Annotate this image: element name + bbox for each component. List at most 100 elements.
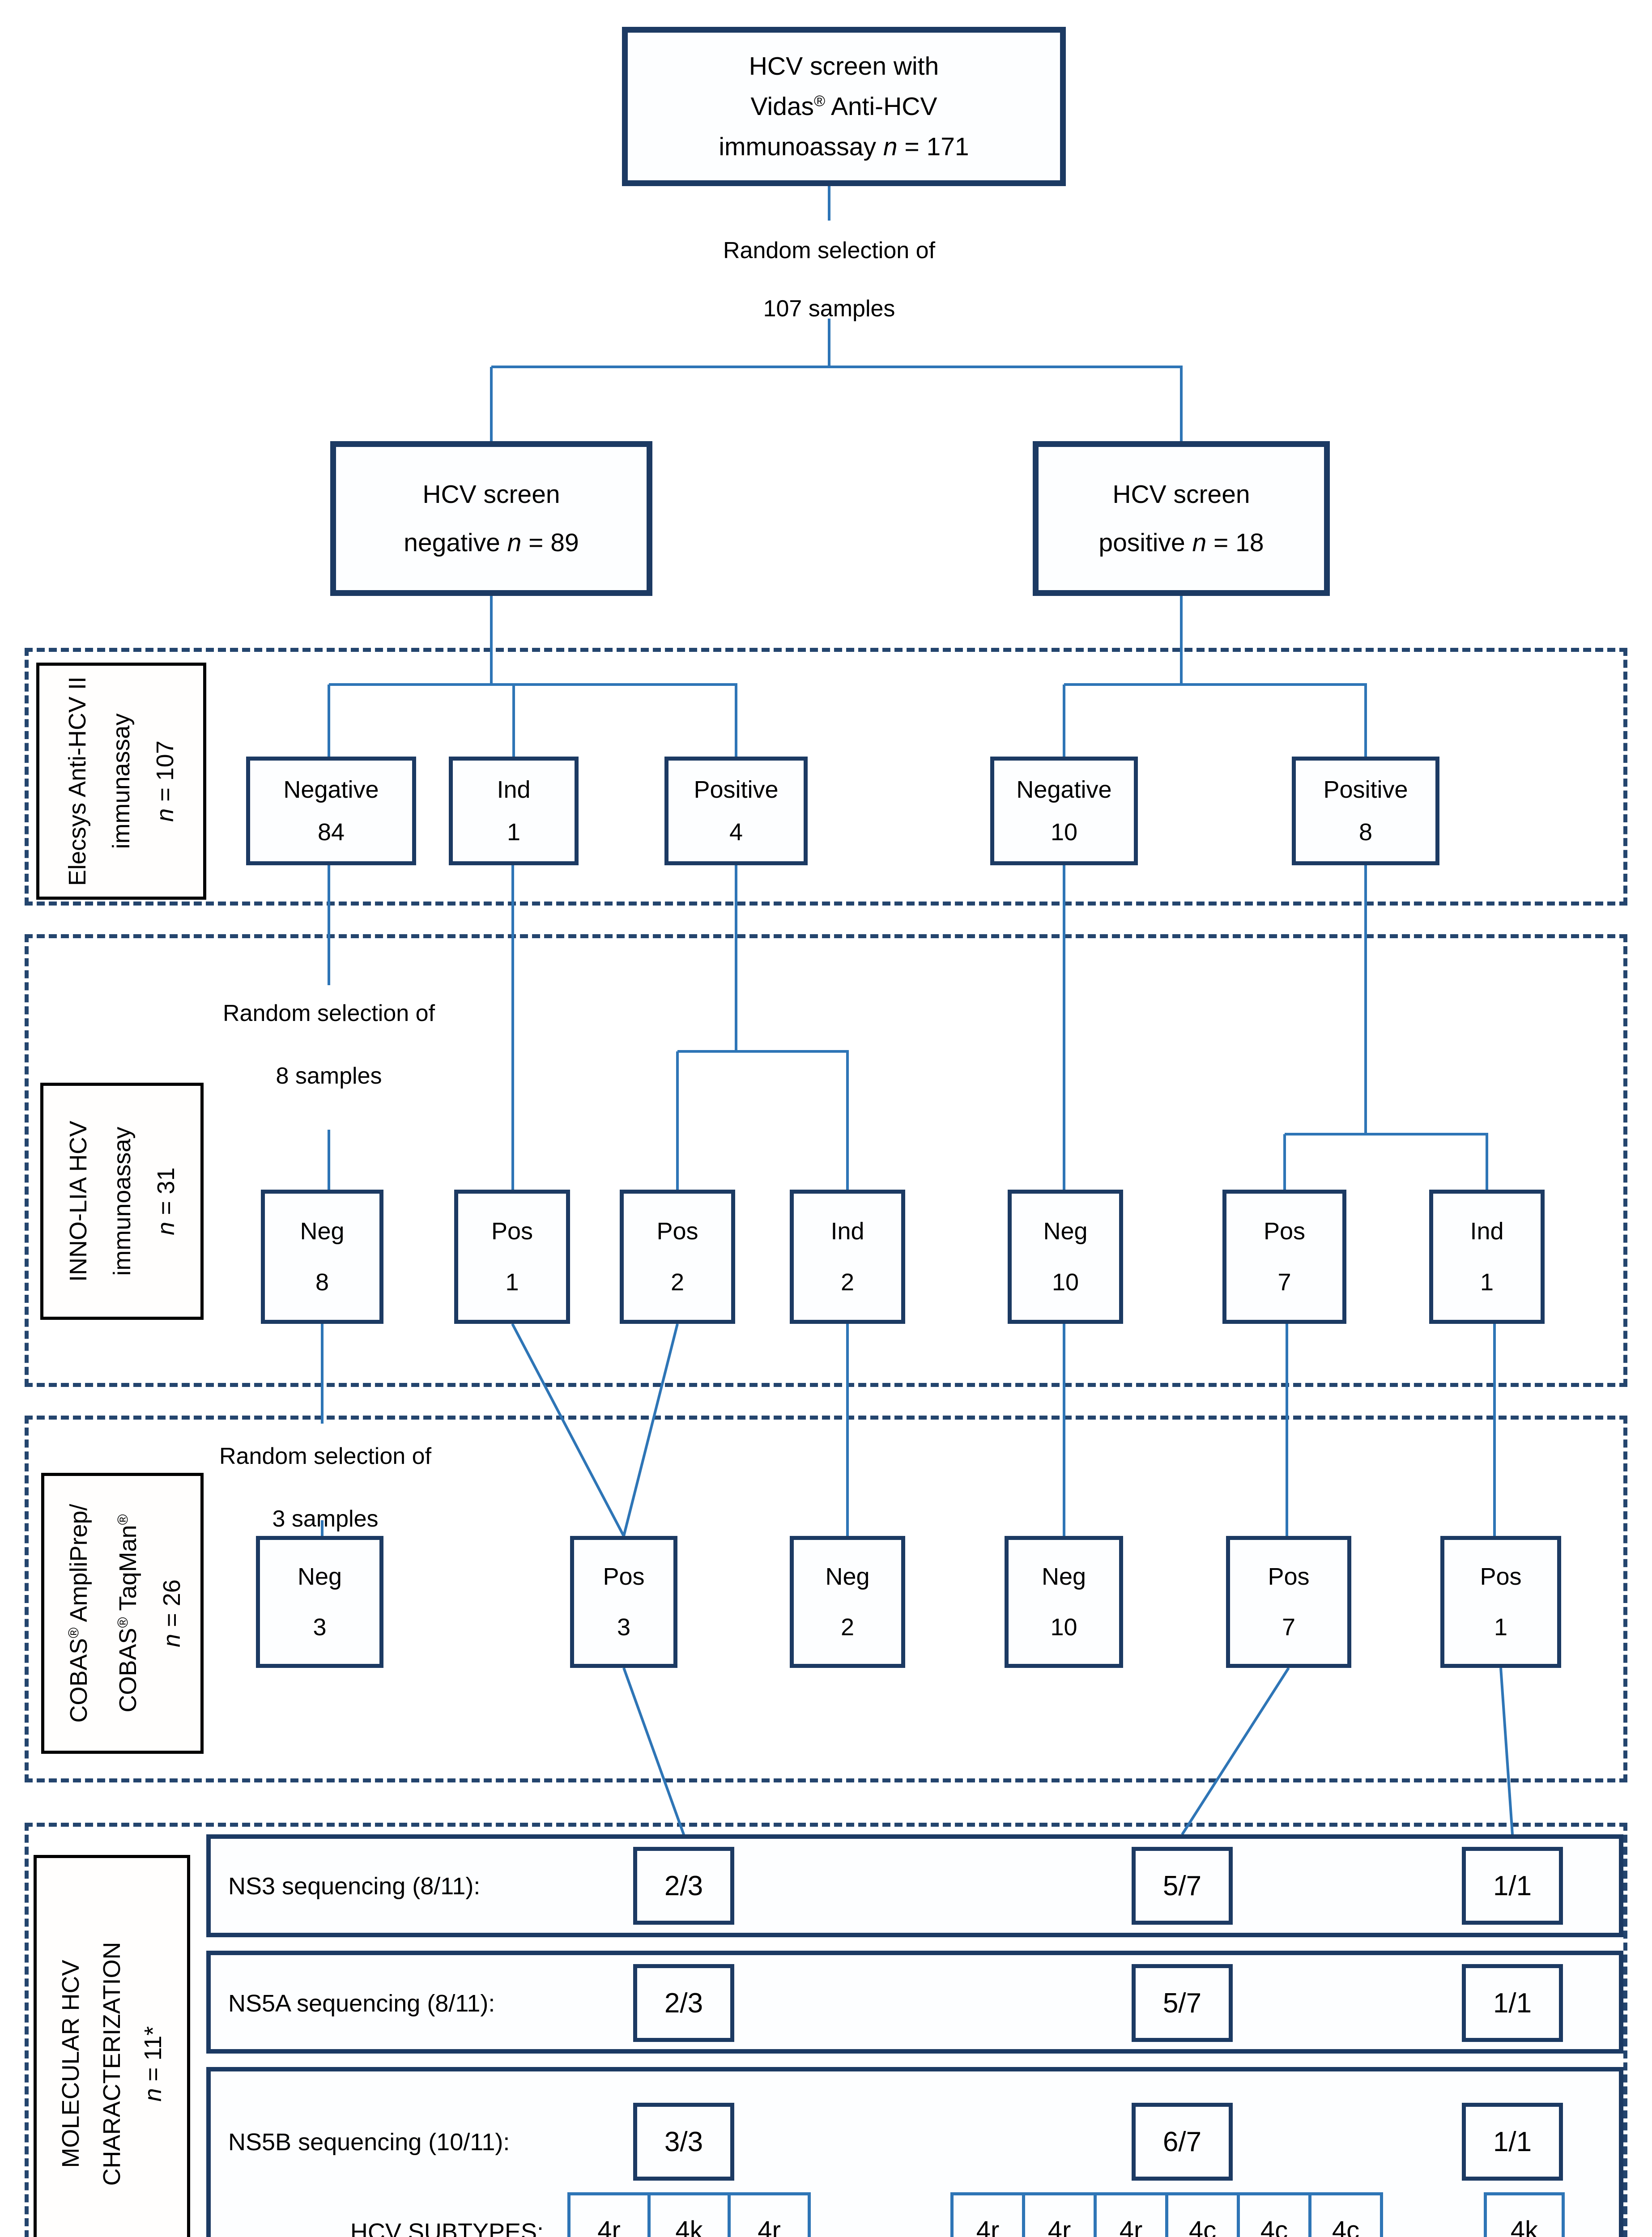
ns5b-result-left: 3/3 bbox=[633, 2103, 734, 2181]
connector bbox=[1486, 1134, 1488, 1191]
top-box-line2: Vidas® Anti-HCV bbox=[750, 92, 937, 121]
connector bbox=[1285, 1133, 1488, 1136]
subtype-cell: 4c bbox=[1165, 2192, 1240, 2237]
box-value: 10 bbox=[1052, 1269, 1079, 1296]
subtype-cell: 4r bbox=[1094, 2192, 1168, 2237]
ns5a-result-right: 1/1 bbox=[1462, 1964, 1563, 2042]
connector bbox=[321, 1324, 324, 1424]
box-title: Positive bbox=[1323, 776, 1408, 803]
box-value: 7 bbox=[1277, 1269, 1291, 1296]
box-title: Neg bbox=[1041, 1563, 1086, 1590]
box-title: Negative bbox=[1016, 776, 1112, 803]
cobas-pos7-box: Pos 7 bbox=[1226, 1536, 1351, 1668]
box-value: 3 bbox=[313, 1614, 327, 1641]
top-box-line1: HCV screen with bbox=[749, 52, 939, 81]
box-title: Ind bbox=[830, 1217, 864, 1245]
section-molecular-label-box: MOLECULAR HCV CHARACTERIZATION n = 11* bbox=[34, 1855, 190, 2237]
subtype-cell: 4k bbox=[1484, 2192, 1565, 2237]
box-title: Neg bbox=[300, 1217, 345, 1245]
subtype-group-1: 4r 4k 4r bbox=[567, 2192, 811, 2237]
box-value: 1 bbox=[1480, 1269, 1494, 1296]
elecsys-negative10-box: Negative 10 bbox=[990, 757, 1138, 865]
ns3-band bbox=[206, 1834, 1623, 1937]
connector bbox=[828, 319, 830, 368]
box-title: Positive bbox=[694, 776, 779, 803]
connector bbox=[1180, 596, 1183, 685]
connector bbox=[321, 1520, 324, 1537]
elecsys-positive-box: Positive 4 bbox=[664, 757, 808, 865]
box-title: Ind bbox=[497, 776, 531, 803]
box-title: Ind bbox=[1470, 1217, 1504, 1245]
section-cobas-frame bbox=[25, 1416, 1627, 1782]
screen-negative-line1: HCV screen bbox=[422, 480, 560, 509]
box-title: Negative bbox=[283, 776, 379, 803]
connector bbox=[1063, 685, 1065, 758]
box-value: 2 bbox=[840, 1269, 855, 1296]
box-title: Neg bbox=[825, 1563, 870, 1590]
subtype-cell: 4c bbox=[1237, 2192, 1311, 2237]
box-value: 10 bbox=[1050, 1614, 1077, 1641]
screen-negative-line2: negative n = 89 bbox=[404, 528, 579, 557]
connector bbox=[511, 865, 514, 1191]
elecsys-negative-box: Negative 84 bbox=[246, 757, 416, 865]
connector bbox=[490, 367, 493, 443]
box-value: 3 bbox=[617, 1614, 631, 1641]
cobas-pos1-box: Pos 1 bbox=[1440, 1536, 1561, 1668]
box-title: Pos bbox=[1480, 1563, 1522, 1590]
subtype-cell: 4r bbox=[728, 2192, 811, 2237]
box-value: 8 bbox=[315, 1269, 329, 1296]
top-screen-box: HCV screen with Vidas® Anti-HCV immunoas… bbox=[622, 27, 1066, 186]
connector bbox=[328, 1130, 330, 1191]
section-molecular-frame bbox=[25, 1823, 1627, 2237]
innolia-pos7-box: Pos 7 bbox=[1222, 1190, 1346, 1324]
ns5b-row-label: NS5B sequencing (10/11): bbox=[228, 2129, 510, 2156]
section-elecsys-label: Elecsys Anti-HCV II immunassay n = 107 bbox=[64, 676, 179, 886]
subtype-cell: 4r bbox=[1022, 2192, 1097, 2237]
subtype-cell: 4r bbox=[950, 2192, 1025, 2237]
section-elecsys-label-box: Elecsys Anti-HCV II immunassay n = 107 bbox=[36, 663, 206, 900]
ns5a-result-left: 2/3 bbox=[633, 1964, 734, 2042]
box-value: 8 bbox=[1358, 819, 1373, 846]
connector bbox=[1063, 865, 1065, 1191]
section-innolia-frame bbox=[25, 934, 1627, 1387]
connector bbox=[328, 865, 330, 985]
subtype-cell: 4r bbox=[567, 2192, 651, 2237]
connector bbox=[1286, 1324, 1288, 1537]
box-title: Pos bbox=[1268, 1563, 1310, 1590]
cobas-neg2-box: Neg 2 bbox=[790, 1536, 905, 1668]
box-title: Pos bbox=[1263, 1217, 1306, 1245]
innolia-pos2-box: Pos 2 bbox=[620, 1190, 735, 1324]
ns5b-band bbox=[206, 2067, 1623, 2237]
ns5a-result-mid: 5/7 bbox=[1132, 1964, 1233, 2042]
hcv-screen-positive-box: HCV screen positive n = 18 bbox=[1033, 441, 1330, 596]
box-value: 2 bbox=[670, 1269, 685, 1296]
ns3-result-left: 2/3 bbox=[633, 1847, 734, 1925]
box-title: Neg bbox=[297, 1563, 342, 1590]
screen-positive-line2: positive n = 18 bbox=[1098, 528, 1264, 557]
box-title: Pos bbox=[656, 1217, 698, 1245]
box-value: 2 bbox=[840, 1614, 855, 1641]
connector bbox=[1493, 1324, 1496, 1537]
subtype-single: 4k bbox=[1484, 2192, 1565, 2237]
subtype-cell: 4c bbox=[1308, 2192, 1383, 2237]
innolia-neg8-box: Neg 8 bbox=[261, 1190, 383, 1324]
connector bbox=[828, 186, 830, 221]
innolia-ind1-box: Ind 1 bbox=[1429, 1190, 1545, 1324]
connector bbox=[1180, 367, 1183, 443]
top-box-line3: immunoassay n = 171 bbox=[719, 132, 969, 161]
section-cobas-label-box: COBAS® AmpliPrep/ COBAS® TaqMan® n = 26 bbox=[41, 1473, 204, 1754]
box-value: 84 bbox=[317, 819, 345, 846]
box-value: 4 bbox=[729, 819, 743, 846]
connector bbox=[512, 685, 515, 758]
random-selection-107-text: Random selection of 107 samples bbox=[723, 238, 936, 322]
cobas-neg3-box: Neg 3 bbox=[256, 1536, 383, 1668]
hcv-subtypes-label: HCV SUBTYPES: bbox=[350, 2219, 544, 2237]
box-title: Pos bbox=[491, 1217, 533, 1245]
connector bbox=[1063, 1324, 1065, 1537]
ns5a-row-label: NS5A sequencing (8/11): bbox=[228, 1990, 495, 2017]
connector bbox=[1064, 683, 1367, 686]
connector bbox=[328, 685, 330, 758]
connector bbox=[735, 865, 737, 1053]
box-value: 10 bbox=[1050, 819, 1078, 846]
